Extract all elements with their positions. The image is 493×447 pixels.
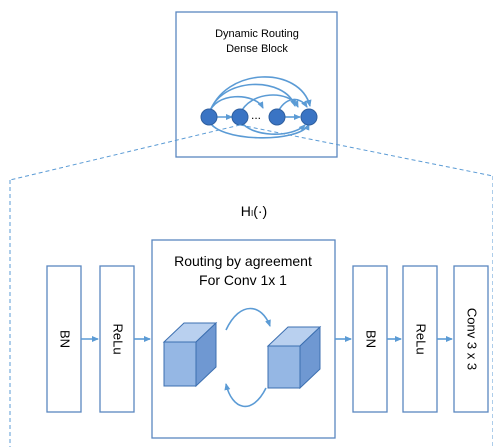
layer-bn-left-label: BN bbox=[58, 330, 73, 348]
layer-bn-right-label: BN bbox=[364, 330, 379, 348]
dense-block-title-line1: Dynamic Routing bbox=[215, 28, 299, 40]
dense-arc-1-4 bbox=[208, 76, 312, 115]
layer-relu-right bbox=[402, 265, 438, 413]
dense-node-3 bbox=[268, 108, 286, 126]
cube-right bbox=[266, 325, 322, 390]
layer-bn-right bbox=[352, 265, 388, 413]
routing-title-line1: Routing by agreement bbox=[174, 253, 312, 269]
routing-title-line2: For Conv 1x 1 bbox=[199, 272, 287, 288]
cube-left bbox=[162, 321, 218, 388]
layer-conv bbox=[453, 265, 489, 413]
layer-bn-left bbox=[46, 265, 82, 413]
dense-node-1 bbox=[200, 108, 218, 126]
routing-arrow-back bbox=[224, 383, 267, 408]
layer-relu-right-label: ReLu bbox=[414, 323, 429, 354]
dense-node-4 bbox=[300, 108, 318, 126]
layer-relu-left-label: ReLu bbox=[111, 323, 126, 354]
function-label: Hₗ(·) bbox=[241, 203, 267, 219]
dense-node-2 bbox=[231, 108, 249, 126]
layer-conv-label: Conv 3 x 3 bbox=[465, 308, 480, 370]
dense-arc-2-3 bbox=[239, 94, 299, 115]
dense-block-title-line2: Dense Block bbox=[226, 43, 288, 55]
zoom-line-right bbox=[239, 124, 493, 177]
layer-relu-left bbox=[99, 265, 135, 413]
zoom-line-left bbox=[9, 124, 241, 181]
routing-arrow-forward bbox=[225, 307, 271, 331]
dense-ellipsis: ... bbox=[251, 108, 261, 122]
dense-block: Dynamic Routing Dense Block ... bbox=[175, 11, 338, 158]
